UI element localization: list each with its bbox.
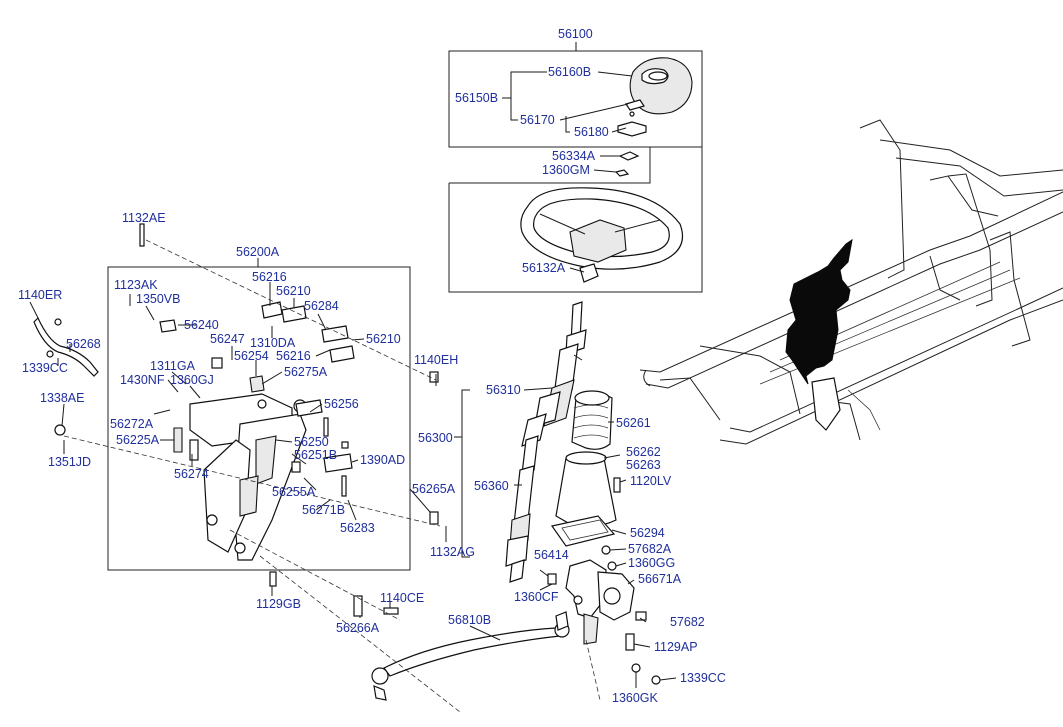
part-label: 1339CC (680, 671, 726, 685)
part-label: 56251B (294, 448, 337, 462)
steering-column (505, 301, 587, 583)
part-label: 56150B (455, 91, 498, 105)
leader-lines (29, 42, 677, 713)
pedal-bracket (189, 393, 307, 561)
part-label: 1123AK (114, 278, 158, 292)
part-label: 56283 (340, 521, 375, 535)
part-label: 1132AG (430, 545, 475, 559)
part-label: 56300 (418, 431, 453, 445)
part-label: 56262 (626, 445, 661, 459)
part-label: 56671A (638, 572, 682, 586)
part-labels: 56100 56160B 56150B 56170 56180 56334A 1… (18, 27, 726, 705)
steering-gear-on-frame (785, 238, 853, 431)
part-label: 1350VB (136, 292, 180, 306)
part-label: 56250 (294, 435, 329, 449)
part-label: 1129AP (654, 640, 698, 654)
part-label: 56414 (534, 548, 569, 562)
steering-gear-box (565, 559, 635, 645)
part-label: 56254 (234, 349, 269, 363)
part-label: 1132AE (122, 211, 166, 225)
part-label: 56294 (630, 526, 665, 540)
part-label: 1360GM (542, 163, 590, 177)
dust-boot-lower (555, 451, 617, 527)
part-label: 56263 (626, 458, 661, 472)
part-label: 56240 (184, 318, 219, 332)
part-label: 1351JD (48, 455, 91, 469)
part-label: 56284 (304, 299, 339, 313)
part-label: 56216 (276, 349, 311, 363)
part-label: 56216 (252, 270, 287, 284)
part-label: 1129GB (256, 597, 301, 611)
part-label: 1360GK (612, 691, 659, 705)
part-label: 57682 (670, 615, 705, 629)
horn-bracket-56334 (614, 151, 640, 177)
boot-plate (550, 515, 616, 547)
horn-contact-plate (617, 99, 647, 137)
steering-wheel-box (448, 146, 703, 293)
part-label: 56274 (174, 467, 209, 481)
part-label: 1140EH (414, 353, 458, 367)
fasteners (54, 223, 661, 685)
part-label: 56266A (336, 621, 380, 635)
part-label: 56180 (574, 125, 609, 139)
part-label: 1339CC (22, 361, 68, 375)
part-label: 56132A (522, 261, 566, 275)
part-label: 56810B (448, 613, 491, 627)
part-label: 56225A (116, 433, 160, 447)
part-label: 1338AE (40, 391, 84, 405)
part-label: 56334A (552, 149, 596, 163)
part-label: 1360GG (628, 556, 675, 570)
part-label: 56310 (486, 383, 521, 397)
part-label: 1311GA (150, 359, 196, 373)
part-label: 56271B (302, 503, 345, 517)
part-label: 1360GJ (170, 373, 214, 387)
part-label: 56200A (236, 245, 280, 259)
pedal-links (159, 301, 355, 473)
dust-boot-upper (571, 390, 613, 450)
part-label: 56255A (272, 485, 316, 499)
part-label: 56247 (210, 332, 245, 346)
part-label: 57682A (628, 542, 672, 556)
drag-link (371, 611, 570, 701)
steering-wheel (520, 187, 684, 283)
part-label: 1120LV (630, 474, 672, 488)
part-label: 56100 (558, 27, 593, 41)
part-label: 56210 (276, 284, 311, 298)
part-label: 56210 (366, 332, 401, 346)
part-label: 1390AD (360, 453, 405, 467)
horn-pad (629, 57, 693, 115)
part-label: 1310DA (250, 336, 296, 350)
part-label: 1140CE (380, 591, 424, 605)
control-rod (33, 316, 99, 377)
part-label: 56265A (412, 482, 456, 496)
part-label: 56170 (520, 113, 555, 127)
part-label: 56268 (66, 337, 101, 351)
pedal-bracket-box (107, 266, 411, 571)
part-label: 1140ER (18, 288, 62, 302)
part-label: 56261 (616, 416, 651, 430)
part-label: 56275A (284, 365, 328, 379)
part-label: 56360 (474, 479, 509, 493)
part-label: 1360CF (514, 590, 559, 604)
part-label: 56256 (324, 397, 359, 411)
part-label: 56272A (110, 417, 154, 431)
part-label: 1430NF (120, 373, 165, 387)
part-label: 56160B (548, 65, 591, 79)
vehicle-frame (639, 119, 1063, 445)
